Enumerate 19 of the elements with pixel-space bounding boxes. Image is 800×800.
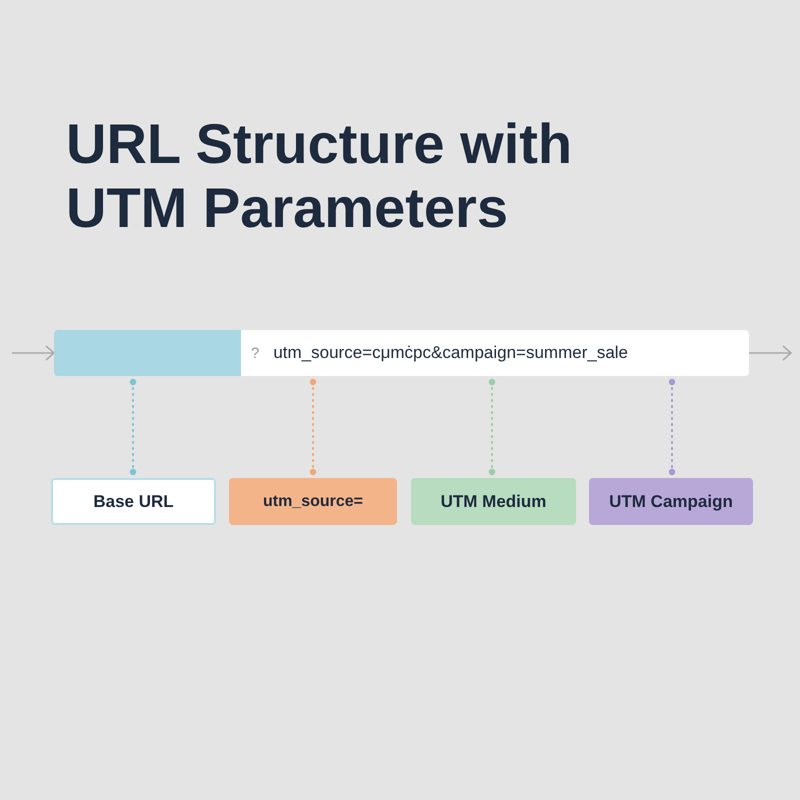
arrow — [749, 345, 792, 361]
label-box — [229, 478, 397, 525]
box-label: UTM Campaign — [609, 492, 733, 512]
title: URL Structure with UTM Parameters — [66, 112, 574, 240]
query-string: utm_source=cμmċpc&campaign=summer_sale — [273, 343, 628, 363]
arrow — [12, 345, 55, 361]
box-label: utm_source= — [262, 492, 364, 510]
url-query-segment — [241, 330, 749, 376]
leader-line — [488, 378, 496, 476]
label-box — [411, 478, 576, 525]
label-box — [589, 478, 753, 525]
box-label: Base URL — [93, 492, 174, 512]
query-separator: ? — [251, 344, 260, 362]
url-segment — [54, 330, 241, 376]
leader-line — [130, 378, 136, 476]
leader-line — [310, 378, 316, 476]
box-label: UTM Medium — [440, 492, 546, 512]
leader-line — [668, 378, 676, 476]
label-box — [51, 478, 216, 525]
